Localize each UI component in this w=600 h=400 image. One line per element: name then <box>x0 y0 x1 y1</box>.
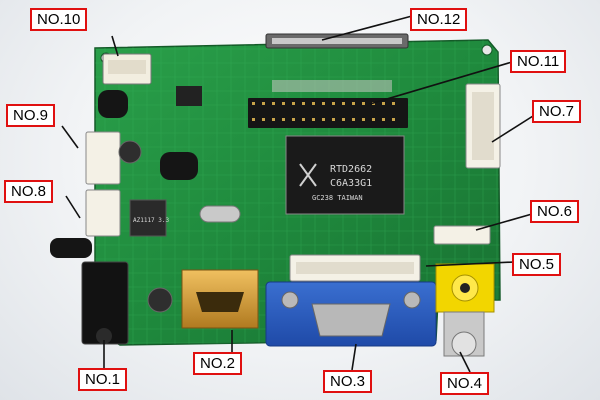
label-no10: NO.10 <box>30 8 88 31</box>
av-jacks <box>435 263 495 357</box>
label-no6: NO.6 <box>530 200 580 223</box>
hdmi-port <box>181 269 259 329</box>
chip-marking-line2: C6A33G1 <box>330 178 372 189</box>
vga-port <box>265 281 437 347</box>
label-no2: NO.2 <box>193 352 243 375</box>
chip-marking-line1: RTD2662 <box>330 164 372 175</box>
label-no1: NO.1 <box>78 368 128 391</box>
small-right-connector <box>433 225 491 245</box>
main-chip: RTD2662 C6A33G1 GC238 TAIWAN <box>285 135 405 215</box>
label-no12: NO.12 <box>410 8 468 31</box>
label-no11: NO.11 <box>510 50 567 73</box>
right-lvds-connector <box>465 83 501 169</box>
leader-lines <box>61 15 534 373</box>
label-no5: NO.5 <box>512 253 562 276</box>
middle-white-connector <box>289 254 421 282</box>
pin-header <box>248 80 408 128</box>
chip-marking-line3: GC238 TAIWAN <box>312 194 363 202</box>
label-no3: NO.3 <box>323 370 373 393</box>
components: AZ1117 3.3 <box>50 86 241 313</box>
top-fpc-connector <box>265 33 409 49</box>
left-connectors <box>85 131 121 237</box>
regulator-marking: AZ1117 3.3 <box>133 217 170 224</box>
label-no4: NO.4 <box>440 372 490 395</box>
label-no9: NO.9 <box>6 104 56 127</box>
label-no7: NO.7 <box>532 100 582 123</box>
keypad-connector <box>102 53 152 85</box>
power-jack <box>81 261 129 345</box>
label-no8: NO.8 <box>4 180 54 203</box>
